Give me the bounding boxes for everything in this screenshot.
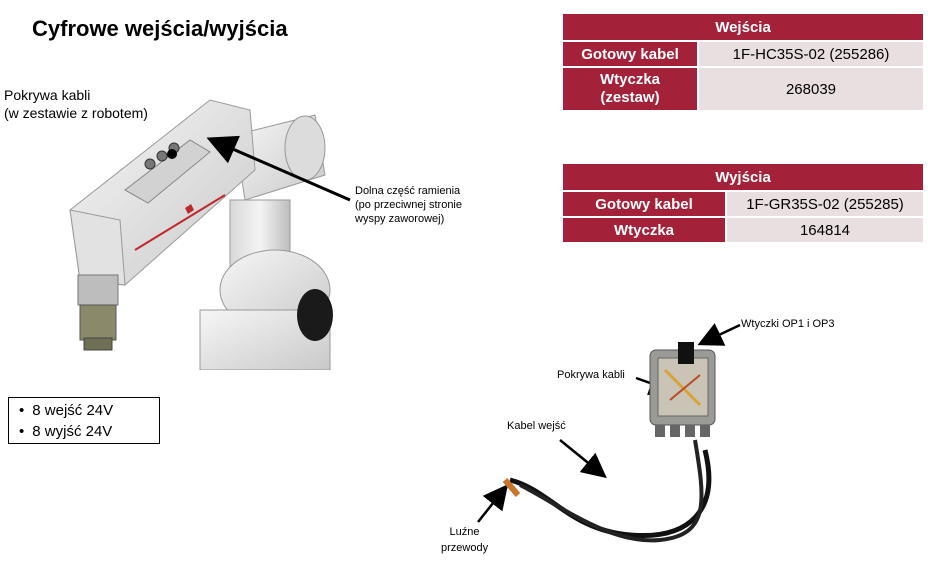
outputs-table: Wyjścia Gotowy kabel 1F-GR35S-02 (255285… (561, 162, 925, 244)
junction-box-image (502, 342, 716, 543)
lower-arm-label-line1: Dolna część ramienia (355, 185, 461, 197)
inputs-table: Wejścia Gotowy kabel 1F-HC35S-02 (255286… (561, 12, 925, 112)
outputs-key-plug: Wtyczka (561, 216, 727, 244)
plugs-label: Wtyczki OP1 i OP3 (741, 318, 835, 330)
lower-arm-label-line3: wyspy zaworowej) (355, 213, 445, 225)
box-cover-label: Pokrywa kabli (557, 369, 625, 381)
inputs-value-plug: 268039 (697, 66, 925, 112)
inputs-key-plug-line2: (zestaw) (600, 89, 660, 106)
spec-item-outputs: 8 wyjść 24V (19, 421, 159, 442)
robot-cover-label-line2: (w zestawie z robotem) (4, 105, 148, 121)
spec-list: 8 wejść 24V 8 wyjść 24V (8, 397, 160, 444)
lower-arm-label-line2: (po przeciwnej stronie (355, 199, 462, 211)
outputs-value-cable: 1F-GR35S-02 (255285) (725, 190, 925, 218)
outputs-key-cable: Gotowy kabel (561, 190, 727, 218)
input-cable-label: Kabel wejść (507, 420, 566, 432)
inputs-key-cable: Gotowy kabel (561, 40, 699, 68)
inputs-key-plug-line1: Wtyczka (599, 71, 661, 88)
page-title: Cyfrowe wejścia/wyjścia (32, 16, 288, 41)
loose-wires-label-line1: Luźne (449, 526, 480, 538)
robot-cover-label: Pokrywa kabli (w zestawie z robotem) (4, 86, 148, 122)
spec-item-inputs: 8 wejść 24V (19, 400, 159, 421)
robot-arm-image (69, 99, 333, 370)
lower-arm-label: Dolna część ramienia (po przeciwnej stro… (355, 184, 462, 226)
outputs-table-header: Wyjścia (561, 162, 925, 192)
inputs-table-header: Wejścia (561, 12, 925, 42)
inputs-key-plug: Wtyczka (zestaw) (561, 66, 699, 112)
loose-wires-label-line2: przewody (441, 542, 489, 554)
loose-wires-label: Luźne przewody (441, 524, 488, 556)
inputs-value-cable: 1F-HC35S-02 (255286) (697, 40, 925, 68)
outputs-value-plug: 164814 (725, 216, 925, 244)
robot-cover-label-line1: Pokrywa kabli (4, 87, 91, 103)
